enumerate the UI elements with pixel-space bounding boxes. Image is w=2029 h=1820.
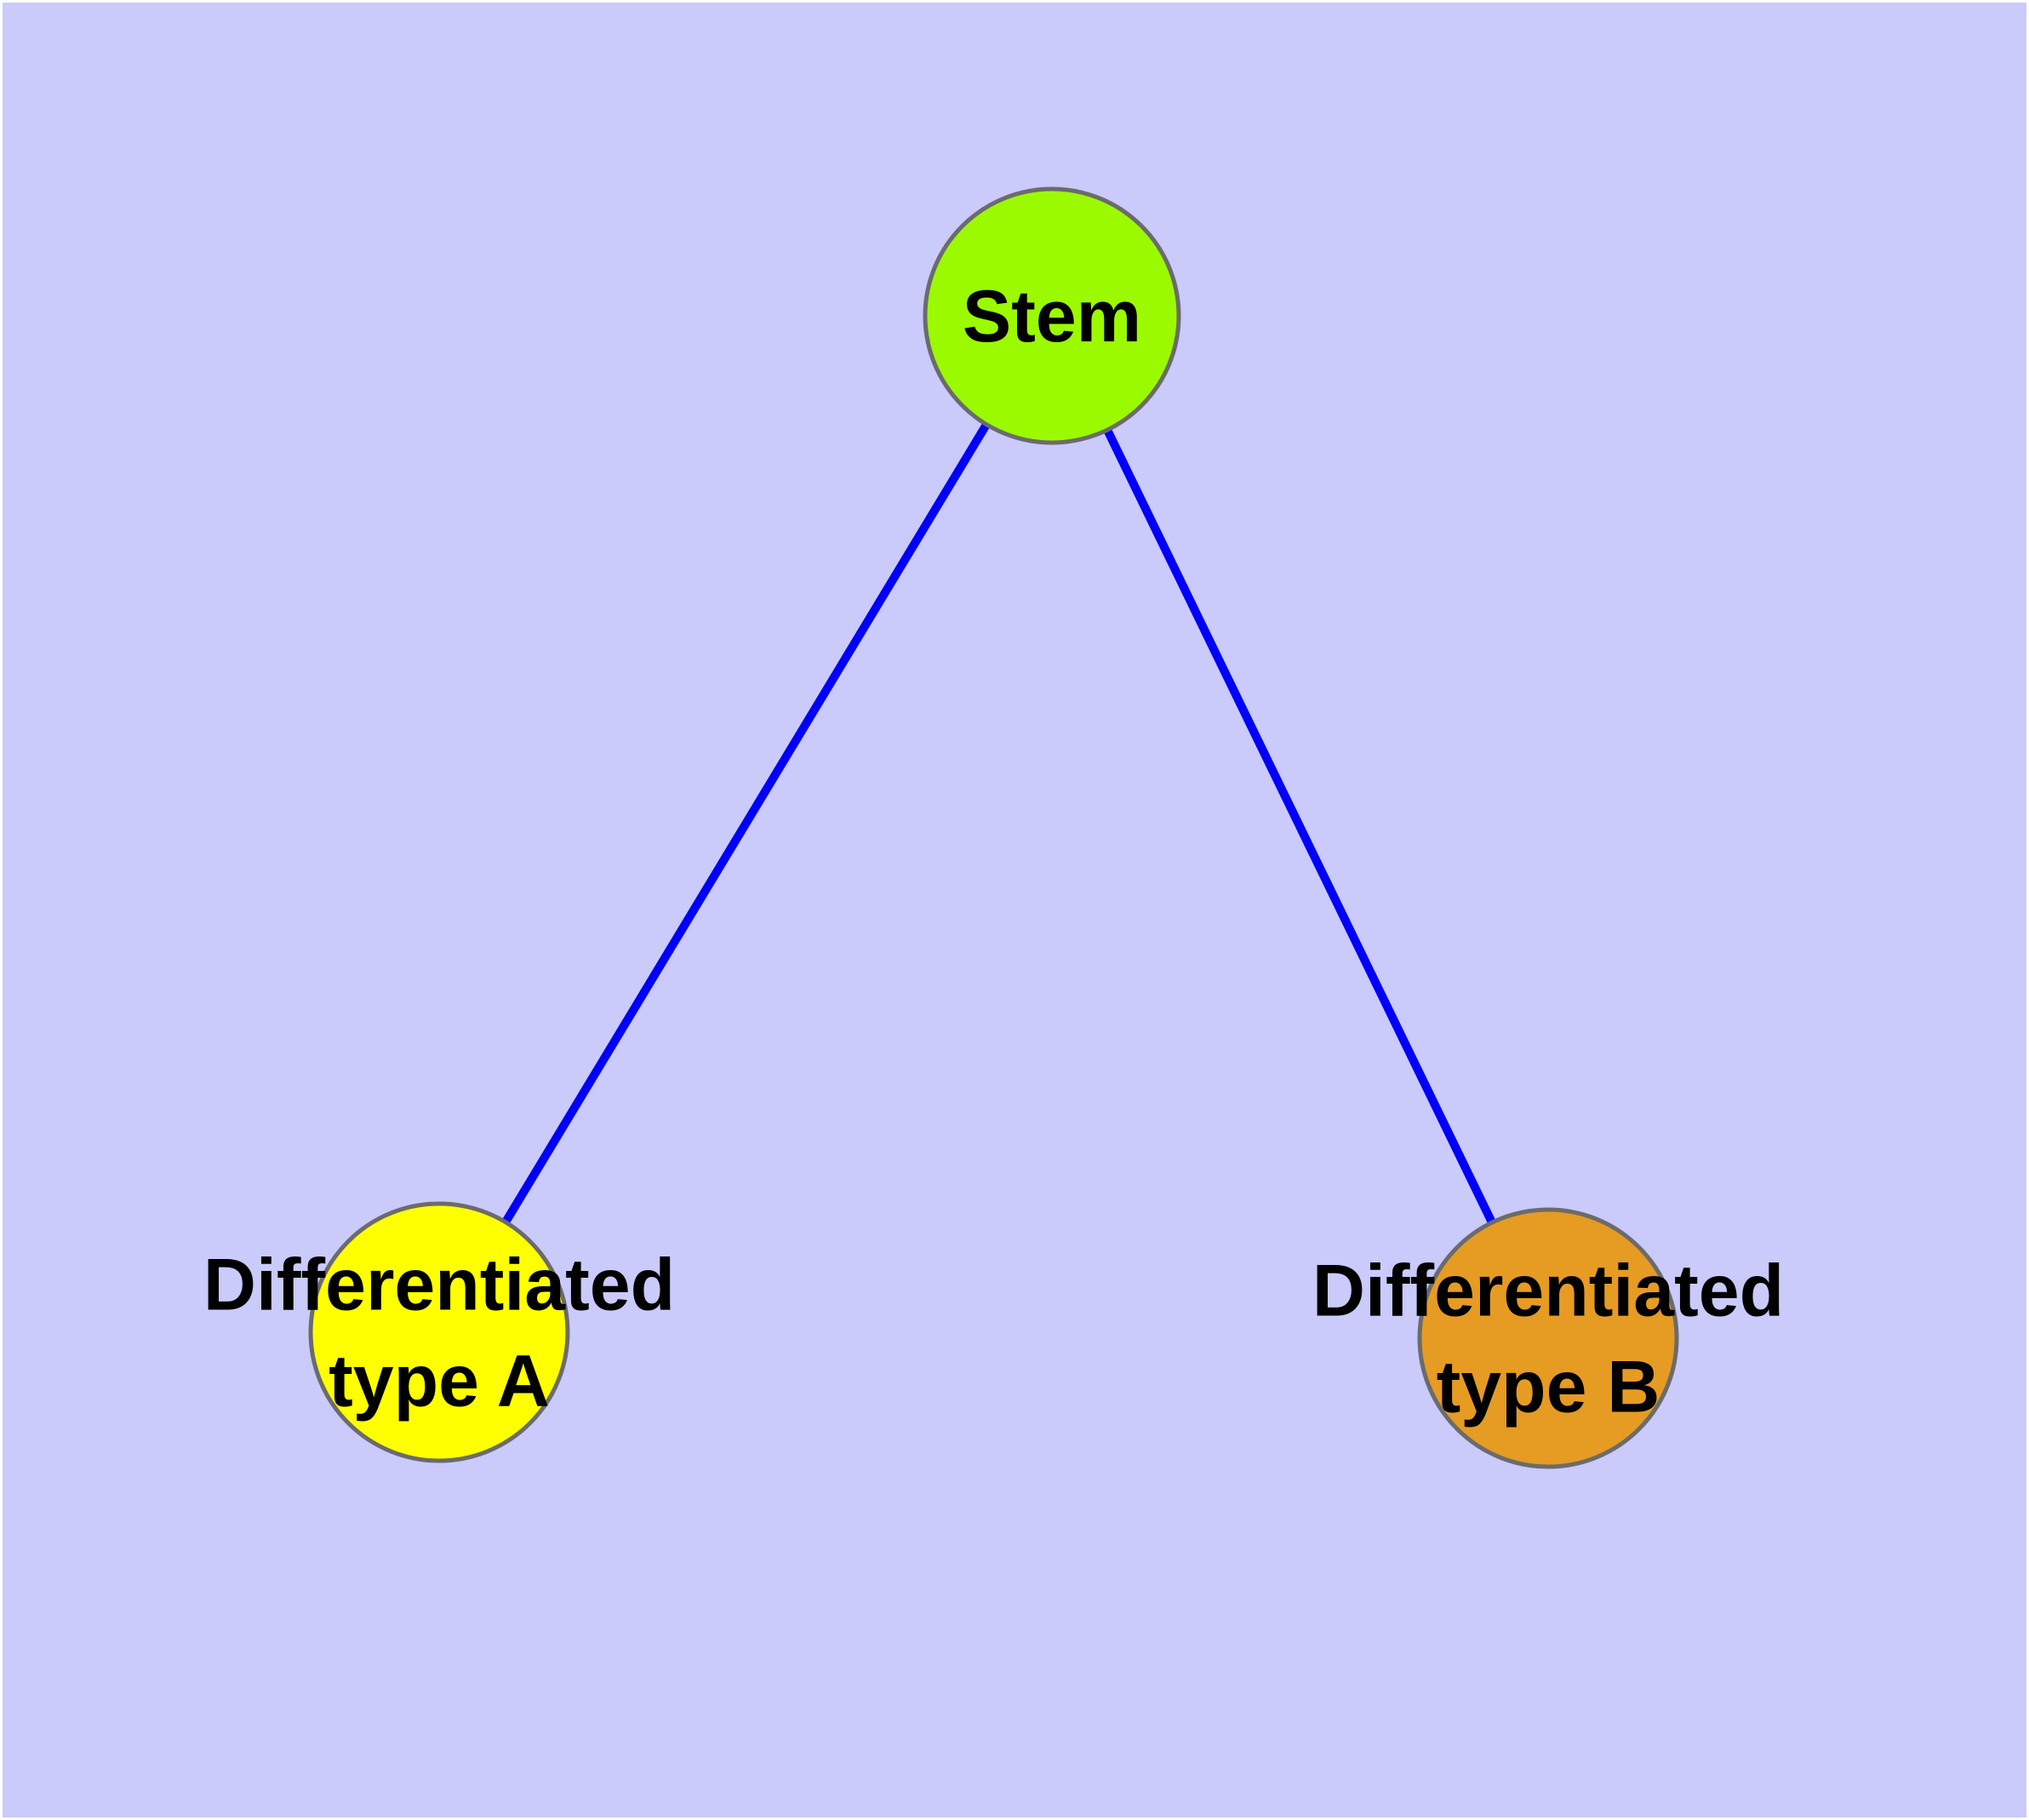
node-differentiated-type-a-label: Differentiated type A — [203, 1245, 675, 1422]
node-differentiated-type-a-label-line-1: Differentiated — [203, 1245, 675, 1326]
node-stem-circle — [923, 186, 1181, 445]
node-differentiated-type-b-label-line-2: type B — [1437, 1347, 1660, 1428]
node-differentiated-type-a-circle — [308, 1201, 570, 1463]
node-stem-label: Stem — [963, 276, 1141, 358]
node-differentiated-type-b-circle — [1417, 1207, 1679, 1469]
edge-stem-to-differentiated-type-b — [1048, 313, 1552, 1341]
node-differentiated-type-b-label: Differentiated type B — [1312, 1251, 1784, 1428]
node-stem-label-line-1: Stem — [963, 276, 1141, 358]
node-differentiated-type-a-label-line-2: type A — [329, 1341, 550, 1422]
edge-stem-to-differentiated-type-a — [435, 313, 1056, 1335]
node-differentiated-type-b-label-line-1: Differentiated — [1312, 1251, 1784, 1332]
